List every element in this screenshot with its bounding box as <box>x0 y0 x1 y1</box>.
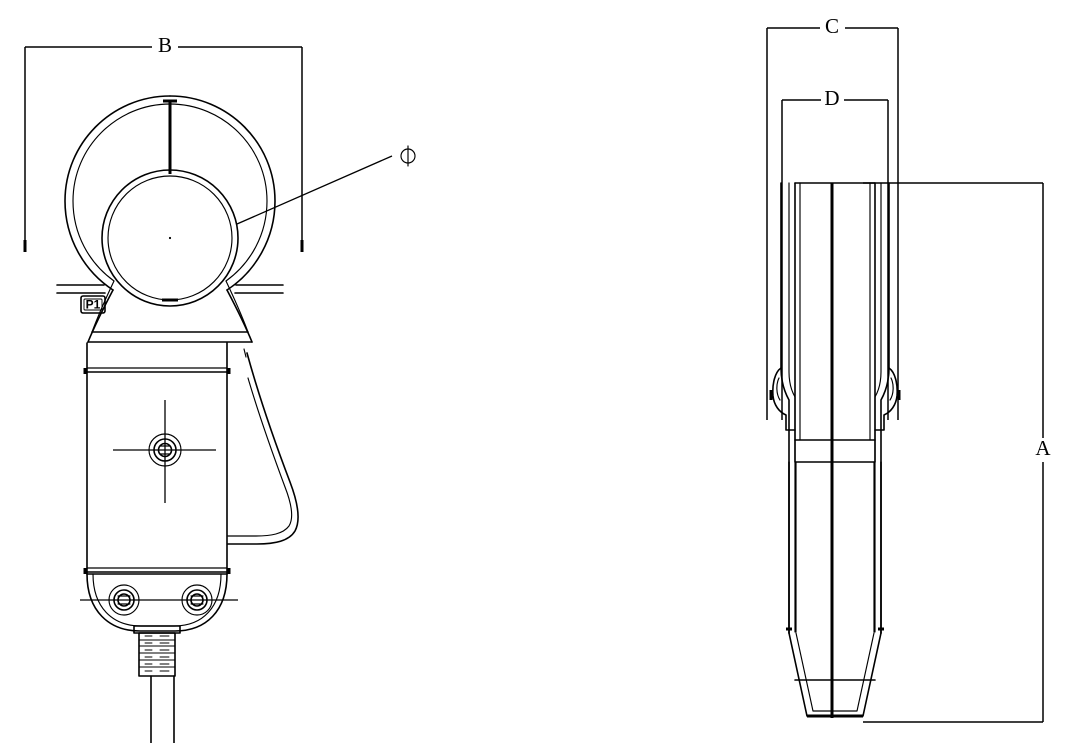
dimension-phi <box>236 145 416 225</box>
jaw-outer-left-arc-inner <box>72 103 171 282</box>
tapered-base-side <box>786 627 884 718</box>
bottom-screw-left <box>108 584 140 616</box>
dimension-D-label: D <box>824 86 839 110</box>
jaw-release-trigger <box>227 348 299 545</box>
jaw-left-hook-detail <box>776 377 781 401</box>
strain-relief-body <box>138 632 176 677</box>
jaw-center-point <box>168 236 172 240</box>
dimension-C: C <box>766 14 899 420</box>
dimension-B: B <box>23 33 304 252</box>
body-side-block <box>794 182 876 463</box>
body-bottom-screws <box>80 584 238 616</box>
jaw-shoulder-left <box>87 289 114 343</box>
jaw-body-transition <box>87 331 253 343</box>
center-screw-inner-ring <box>157 442 173 458</box>
base-taper-outline-inner <box>795 632 875 712</box>
jaw-right-outer-wall-inner <box>874 182 882 633</box>
jaw-tag-p1-box <box>80 295 106 314</box>
meter-body-side <box>794 182 876 463</box>
jaw-tag-p1: P1 <box>80 295 106 314</box>
jaw-left-outer-wall-inner <box>788 182 796 633</box>
jaw-outer-left-arc <box>64 95 171 291</box>
dimension-D: D <box>781 86 889 420</box>
bottom-screw-left-inner <box>117 593 131 607</box>
bottom-screw-right-mid <box>186 589 208 611</box>
jaw-right-hook-detail <box>889 377 894 401</box>
jaw-shoulder-right-inner <box>225 280 249 333</box>
dimension-B-label: B <box>158 33 172 57</box>
cable-strain-relief <box>133 625 181 677</box>
trigger-outer-profile <box>227 352 299 545</box>
front-view: B <box>23 33 416 743</box>
jaw-right-hook <box>874 367 898 431</box>
jaw-parting-line <box>56 284 284 294</box>
trigger-hinge-tick <box>243 348 247 358</box>
clamp-head-outer-ring <box>64 95 276 343</box>
meter-body-front <box>83 342 231 575</box>
trigger-inner-profile <box>227 377 293 537</box>
dimension-A-label: A <box>1035 436 1051 460</box>
bottom-screw-left-outer <box>108 584 140 616</box>
bottom-screw-right-inner <box>190 593 204 607</box>
jaw-left-hook <box>772 367 796 431</box>
center-screw-mid-ring <box>153 438 177 462</box>
bottom-screw-right-outer <box>181 584 213 616</box>
bottom-screw-right <box>181 584 213 616</box>
clamp-head-profile-side <box>769 182 901 634</box>
jaw-outer-right-arc-inner <box>169 103 268 282</box>
side-view: C D A <box>766 14 1051 723</box>
output-cable <box>150 675 175 743</box>
dimension-C-label: C <box>825 14 839 38</box>
bottom-screw-left-mid <box>113 589 135 611</box>
jaw-tag-p1-label: P1 <box>86 298 101 312</box>
body-base-outline <box>86 573 228 632</box>
body-center-screw <box>113 400 216 503</box>
jaw-tag-p1-inner-box <box>83 298 103 311</box>
jaw-outer-right-arc <box>169 95 276 291</box>
center-screw-outer-ring <box>148 433 182 467</box>
body-outline <box>86 342 228 575</box>
clamp-jaw-aperture <box>101 169 239 307</box>
jaw-alignment-notch <box>163 99 177 174</box>
strain-relief-flange <box>133 625 181 634</box>
meter-housing-shaft-side <box>788 461 882 634</box>
jaw-shoulder-right <box>226 289 253 343</box>
dimension-phi-leader-line <box>236 155 393 225</box>
base-taper-outline <box>788 632 882 717</box>
dimension-A: A <box>863 182 1051 723</box>
